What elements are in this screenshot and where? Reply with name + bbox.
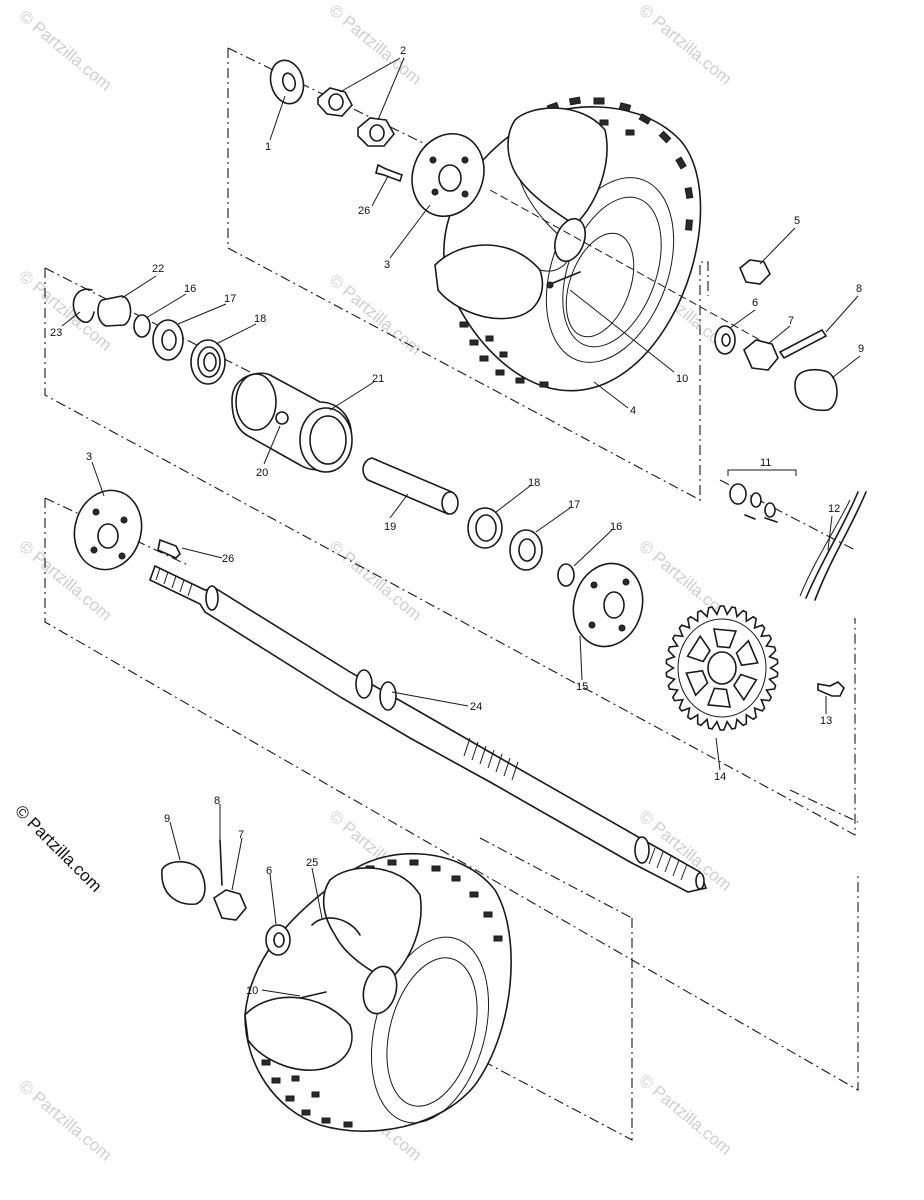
part-13-bolt (817, 681, 845, 697)
sprocket-bore (707, 651, 737, 685)
callout-18: 18 (254, 313, 266, 325)
side-credit: © Partzilla.com (11, 801, 105, 895)
callout-17: 17 (568, 499, 580, 511)
callout-26: 26 (358, 205, 370, 217)
callout-14: 14 (714, 771, 726, 783)
callout-5: 5 (794, 215, 800, 227)
spline-left (155, 567, 193, 597)
part-7-castle-nut (213, 889, 247, 921)
part-11-link (727, 469, 797, 523)
callout-25: 25 (306, 857, 318, 869)
callout-16: 16 (184, 283, 196, 295)
callout-3: 3 (86, 451, 92, 463)
part-16-oring (557, 563, 575, 587)
sprocket-window (706, 687, 732, 708)
watermark-text: © Partzilla.com (325, 537, 425, 625)
axle-assembly (73, 489, 708, 893)
callout-9: 9 (858, 343, 864, 355)
part-22-bushing (97, 295, 132, 327)
callout-6: 6 (752, 297, 758, 309)
callout-13: 13 (820, 715, 832, 727)
callout-16: 16 (610, 521, 622, 533)
tire-tread (457, 96, 694, 388)
part-8-cotter-pin (219, 839, 223, 886)
part-26-bolt (157, 538, 181, 559)
callout-3: 3 (384, 259, 390, 271)
callout-11: 11 (760, 457, 771, 469)
watermark-text: © Partzilla.com (635, 1071, 735, 1159)
part-10-stud (547, 271, 581, 286)
callout-10: 10 (676, 373, 688, 385)
callout-labels: 1 2 3 26 5 6 7 8 9 10 4 22 16 17 18 23 2… (50, 45, 864, 997)
callout-10: 10 (246, 985, 258, 997)
callout-22: 22 (152, 263, 164, 275)
sprocket-assembly (572, 562, 845, 731)
callout-26: 26 (222, 553, 234, 565)
callout-17: 17 (224, 293, 236, 305)
part-5-nut (739, 259, 771, 285)
part-16-oring (133, 314, 151, 338)
part-14-sprocket (665, 605, 779, 731)
part-12-chain (799, 491, 867, 601)
sprocket-window (733, 673, 758, 702)
sprocket-window (686, 634, 711, 663)
callout-6: 6 (266, 865, 272, 877)
part-23-circlip (72, 288, 95, 324)
callout-15: 15 (576, 681, 588, 693)
part-7-castle-nut (743, 339, 779, 371)
callout-7: 7 (238, 829, 244, 841)
callout-1: 1 (265, 141, 271, 153)
callout-19: 19 (384, 521, 396, 533)
sprocket-window (735, 639, 759, 667)
part-10-stud (299, 991, 327, 999)
callout-7: 7 (788, 315, 794, 327)
sprocket-window (712, 628, 738, 649)
leader-lines (61, 57, 861, 997)
callout-24: 24 (470, 701, 482, 713)
callout-8: 8 (214, 795, 220, 807)
top-hardware (269, 59, 838, 412)
part-9-cap (161, 860, 206, 905)
callout-20: 20 (256, 467, 268, 479)
part-25-spacer (311, 917, 361, 936)
top-wheel-assembly (434, 96, 702, 392)
watermark-text: © Partzilla.com (15, 7, 115, 95)
part-9-cap (794, 369, 838, 412)
watermark-text: © Partzilla.com (325, 1, 425, 89)
callout-4: 4 (630, 405, 636, 417)
part-8-cotter-pin (778, 328, 828, 360)
callout-12: 12 (828, 503, 840, 515)
watermark-text: © Partzilla.com (15, 1077, 115, 1165)
spline-right (648, 847, 688, 881)
sprocket-ring (677, 618, 767, 718)
callout-23: 23 (50, 327, 62, 339)
bottom-wheel-assembly (161, 839, 512, 1132)
callout-18: 18 (528, 477, 540, 489)
callout-8: 8 (856, 283, 862, 295)
part-20-fitting (275, 411, 289, 425)
sprocket-window (685, 669, 709, 697)
watermark-text: © Partzilla.com (635, 1, 735, 89)
callout-9: 9 (164, 813, 170, 825)
spline-middle (463, 737, 519, 781)
part-26-bolt (375, 163, 404, 183)
part-24-axle-shaft (149, 564, 708, 893)
callout-2: 2 (400, 45, 406, 57)
callout-21: 21 (372, 373, 384, 385)
hub-bearing-row (72, 288, 867, 601)
